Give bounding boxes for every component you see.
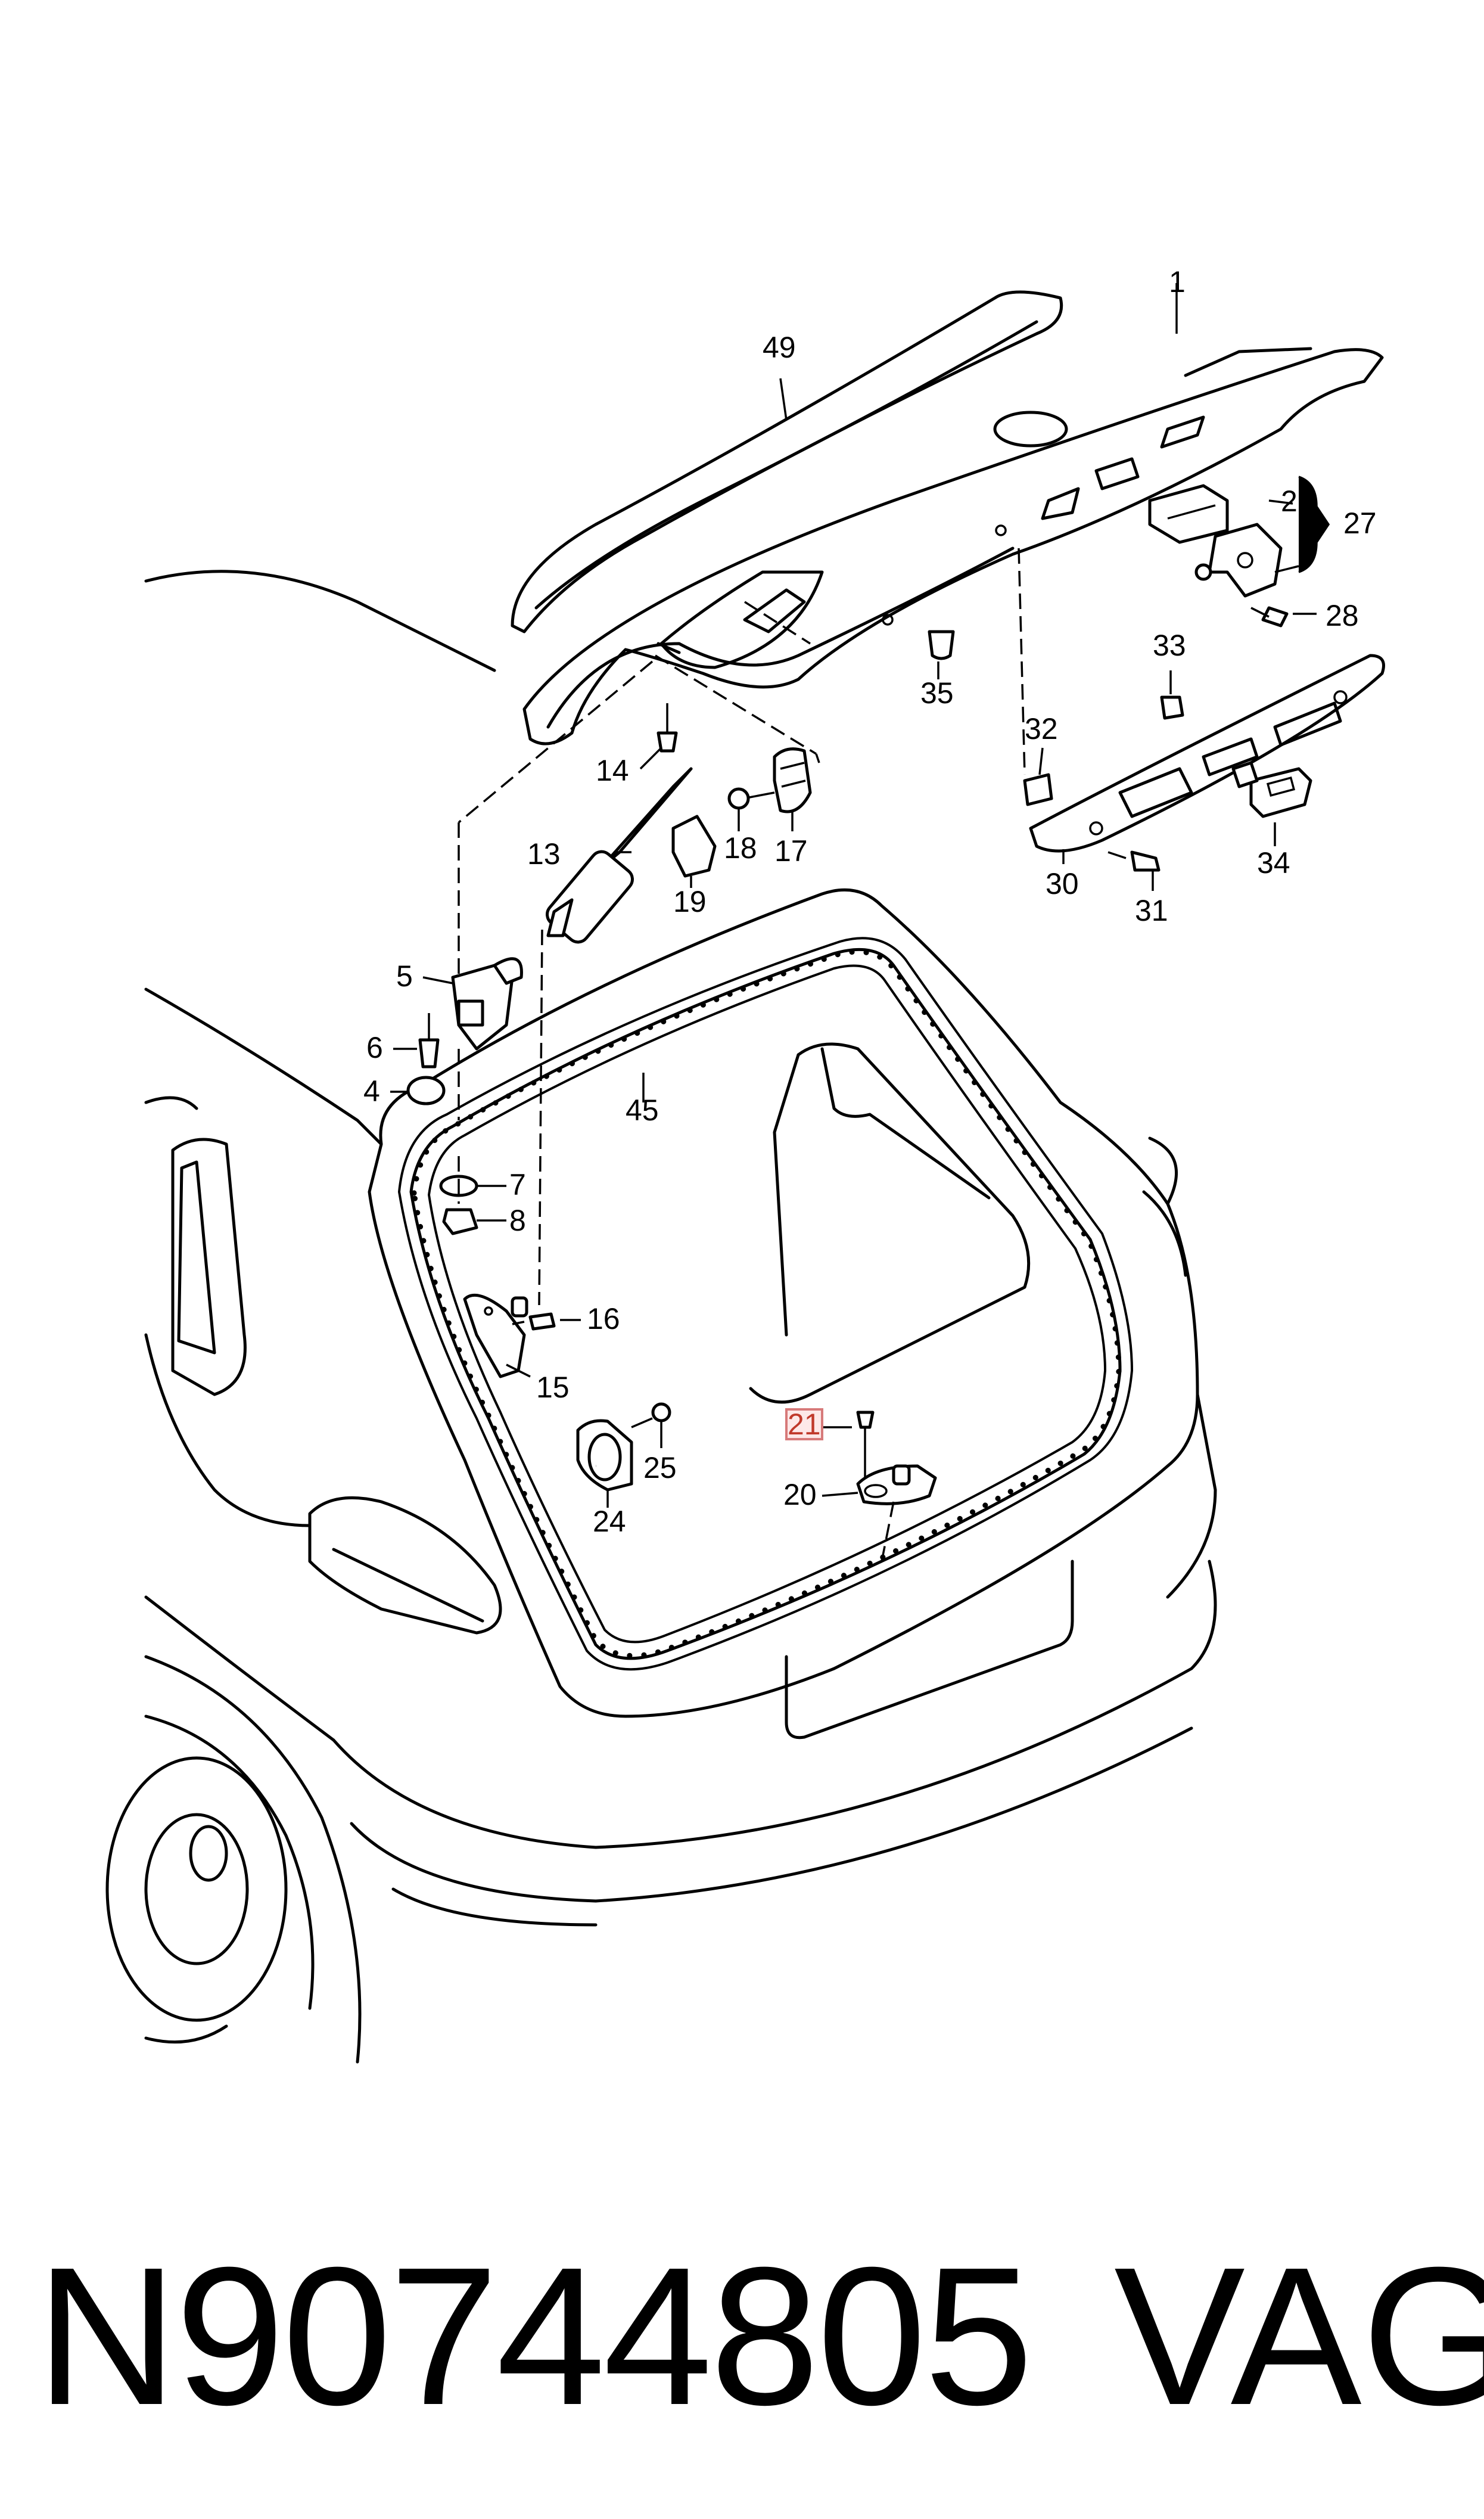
- callout-33: 33: [1153, 629, 1186, 662]
- callout-35: 35: [920, 676, 954, 710]
- callout-14: 14: [596, 754, 629, 787]
- callout-19: 19: [673, 885, 707, 918]
- callout-49: 49: [763, 331, 796, 364]
- callout-1: 1: [1169, 265, 1186, 299]
- callout-32: 32: [1025, 712, 1058, 746]
- lower-bracket: [463, 1293, 528, 1378]
- callout-34: 34: [1257, 846, 1290, 880]
- tailgate: [522, 347, 1384, 746]
- callout-16: 16: [587, 1302, 620, 1335]
- lock-assembly: [1148, 484, 1283, 598]
- callout-30: 30: [1046, 867, 1079, 900]
- callout-20: 20: [783, 1478, 817, 1511]
- spoiler: [511, 290, 1063, 633]
- footer: N90744805 VAG: [0, 2211, 1484, 2461]
- callout-17: 17: [774, 834, 808, 868]
- callout-29: 29: [1281, 484, 1314, 518]
- callout-5: 5: [396, 959, 413, 993]
- brand-name: VAG: [1114, 2226, 1484, 2446]
- buffer: [576, 1419, 633, 1492]
- callout-13: 13: [527, 837, 561, 871]
- assembly-lines: [458, 548, 1026, 1562]
- part-number: N90744805: [36, 2226, 1034, 2446]
- callout-28: 28: [1326, 599, 1359, 632]
- callout-15: 15: [536, 1371, 570, 1404]
- car-body: [105, 570, 1217, 2064]
- callout-21-highlight: [785, 1408, 823, 1440]
- callout-18: 18: [724, 831, 757, 865]
- callout-24: 24: [593, 1505, 626, 1538]
- trim-panel: [1029, 654, 1385, 853]
- callout-4: 4: [363, 1074, 380, 1108]
- callout-45: 45: [626, 1094, 659, 1127]
- gas-strut: [546, 767, 693, 944]
- callout-7: 7: [509, 1168, 526, 1201]
- callout-31: 31: [1135, 894, 1168, 927]
- striker: [856, 1464, 937, 1505]
- hinge: [451, 957, 523, 1051]
- leaders: [390, 283, 1330, 1508]
- callouts: 1 49 29 27 28 33 35 32 14 34 13 18 17 19…: [363, 265, 1377, 1538]
- callout-6: 6: [366, 1031, 383, 1064]
- callout-25: 25: [643, 1451, 677, 1484]
- callout-27: 27: [1343, 507, 1377, 540]
- switch: [1231, 761, 1312, 818]
- callout-8: 8: [509, 1204, 526, 1237]
- callout-21: 21: [788, 1408, 821, 1441]
